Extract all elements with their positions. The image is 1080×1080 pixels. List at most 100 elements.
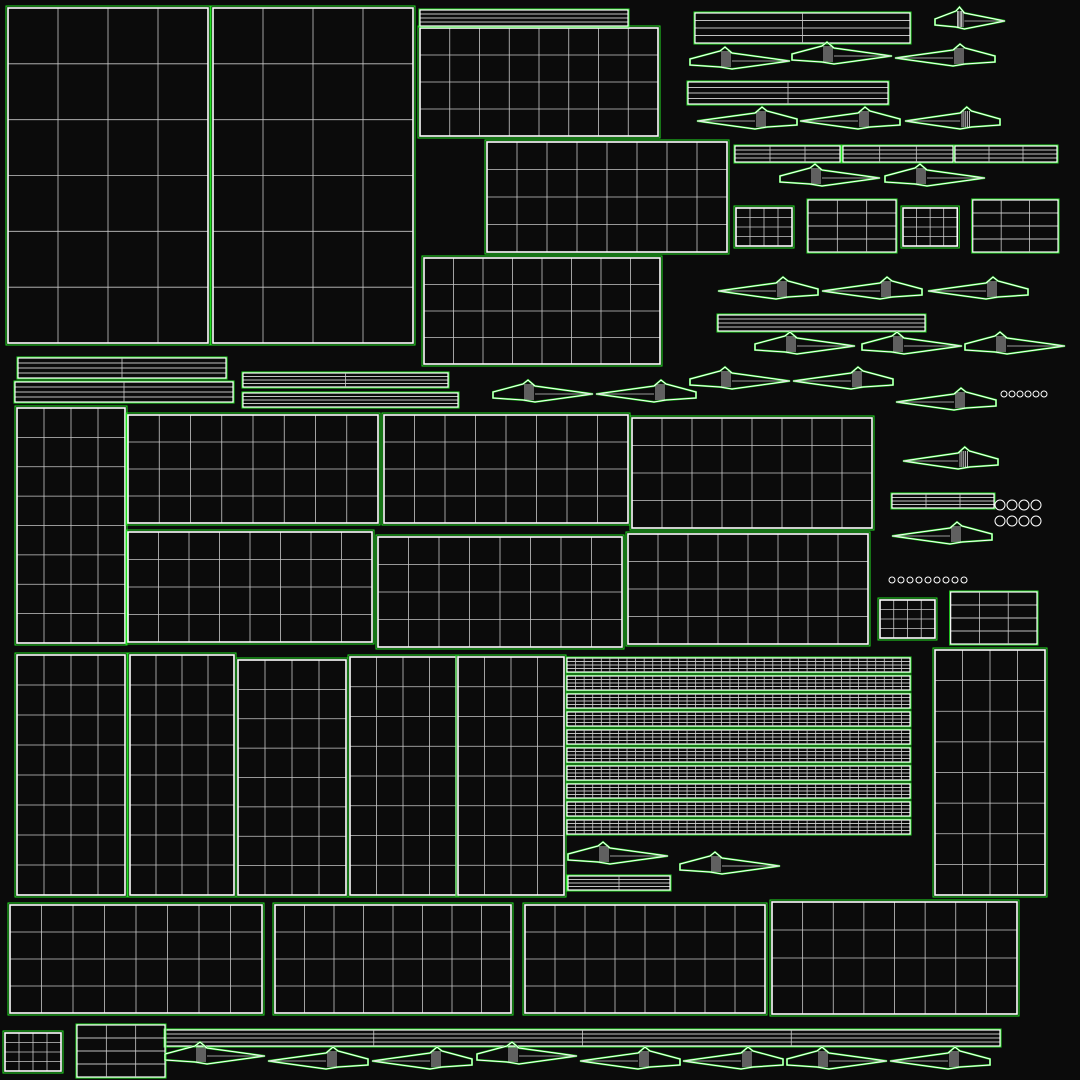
island-edge	[934, 649, 1046, 896]
uv-island	[7, 902, 265, 1016]
island-edge	[4, 1032, 62, 1072]
uv-strip	[566, 874, 672, 892]
strip-seam	[953, 144, 1059, 164]
uv-small-part	[933, 576, 941, 584]
island-edge	[127, 414, 379, 524]
uv-strip	[686, 80, 890, 106]
island-edge	[631, 417, 873, 529]
uv-small-part	[1016, 390, 1024, 398]
uv-limb	[891, 520, 993, 546]
island-edge	[16, 407, 126, 644]
uv-strip	[163, 1028, 1002, 1048]
uv-limb	[595, 378, 697, 404]
uv-island	[5, 5, 211, 346]
strip-seam	[241, 371, 450, 389]
strip-seam	[565, 746, 912, 764]
uv-limb	[717, 275, 819, 301]
uv-strip	[971, 198, 1060, 254]
uv-strip	[841, 144, 955, 164]
strip-seam	[949, 590, 1039, 646]
uv-limb	[696, 105, 798, 131]
island-edge	[7, 7, 209, 344]
uv-strip	[13, 380, 235, 404]
uv-small-part	[897, 576, 905, 584]
uv-limb	[267, 1045, 369, 1071]
uv-small-part	[994, 515, 1006, 527]
strip-seam	[566, 874, 672, 892]
strip-seam	[716, 313, 927, 333]
strip-seam	[806, 198, 898, 254]
uv-strip	[241, 371, 450, 389]
island-edge	[627, 533, 869, 645]
island-seam	[522, 902, 768, 1016]
island-edge	[127, 531, 373, 643]
uv-limb	[371, 1045, 473, 1071]
island-seam	[5, 5, 211, 346]
uv-island	[125, 412, 381, 526]
uv-island	[235, 657, 349, 898]
uv-limb	[689, 45, 791, 71]
uv-strip	[565, 782, 912, 800]
uv-limb	[821, 275, 923, 301]
uv-limb	[792, 365, 894, 391]
uv-strip	[716, 313, 927, 333]
uv-island	[455, 654, 567, 898]
uv-strip	[693, 11, 912, 45]
uv-island	[14, 405, 128, 646]
island-seam	[125, 412, 381, 526]
uv-strip	[953, 144, 1059, 164]
island-edge	[237, 659, 347, 896]
uv-limb	[895, 386, 997, 412]
uv-strip	[565, 800, 912, 818]
uv-limb	[579, 1045, 681, 1071]
uv-small-part	[924, 576, 932, 584]
island-edge	[902, 207, 959, 247]
island-seam	[14, 652, 128, 898]
island-edge	[383, 414, 629, 524]
uv-island	[347, 654, 459, 898]
strip-seam	[565, 800, 912, 818]
uv-small-part	[1030, 499, 1042, 511]
island-edge	[771, 901, 1018, 1015]
uv-limb	[964, 330, 1066, 356]
uv-limb	[889, 1045, 991, 1071]
uv-limb	[779, 162, 881, 188]
island-edge	[212, 7, 414, 344]
uv-island	[125, 529, 375, 645]
uv-strip	[565, 818, 912, 836]
strip-seam	[565, 728, 912, 746]
uv-island	[421, 255, 663, 367]
uv-limb	[861, 330, 963, 356]
uv-strip	[565, 764, 912, 782]
uv-limb	[689, 365, 791, 391]
island-seam	[125, 529, 375, 645]
uv-island	[484, 139, 730, 255]
uv-strip	[565, 746, 912, 764]
strip-seam	[686, 80, 890, 106]
uv-limb	[902, 445, 999, 471]
uv-small-part	[951, 576, 959, 584]
uv-island	[375, 534, 625, 650]
uv-limb	[682, 1045, 784, 1071]
uv-limb	[791, 40, 893, 66]
uv-limb	[884, 162, 986, 188]
uv-small-part	[1006, 499, 1018, 511]
island-edge	[377, 536, 623, 648]
uv-strip	[565, 692, 912, 710]
strip-seam	[565, 674, 912, 692]
island-seam	[375, 534, 625, 650]
strip-seam	[75, 1023, 167, 1079]
strip-seam	[16, 356, 228, 380]
uv-limb	[567, 840, 669, 866]
uv-limb	[786, 1045, 888, 1071]
uv-small-part	[1008, 390, 1016, 398]
island-edge	[274, 904, 512, 1014]
island-seam	[625, 531, 871, 647]
strip-seam	[971, 198, 1060, 254]
uv-island	[877, 597, 938, 641]
uv-strip	[733, 144, 842, 164]
uv-island	[14, 652, 128, 898]
uv-limb	[927, 275, 1029, 301]
uv-strip	[949, 590, 1039, 646]
strip-seam	[890, 492, 996, 510]
